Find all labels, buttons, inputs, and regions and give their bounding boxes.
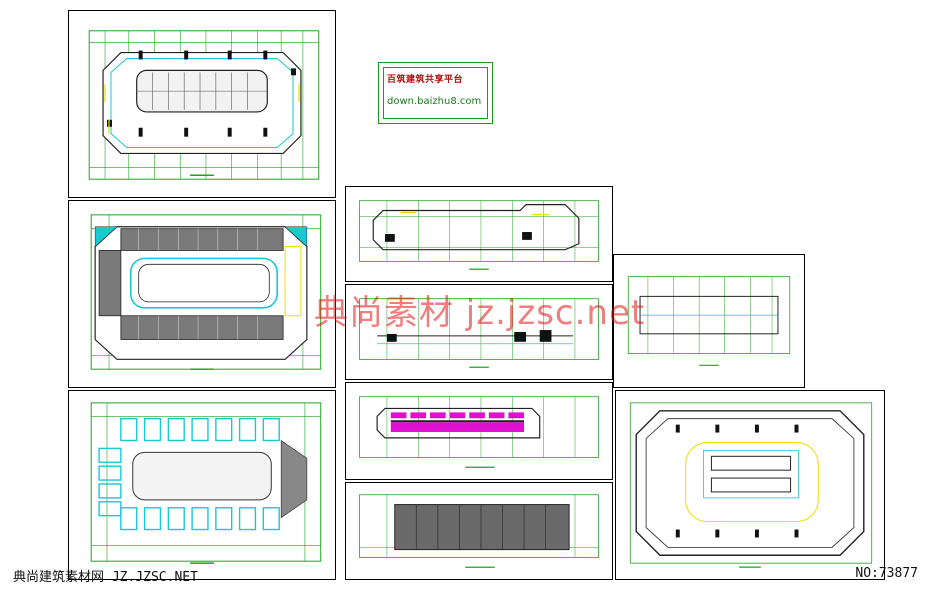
section-drawing-1 [359, 298, 599, 368]
drawing-sheet-plan-3 [68, 390, 336, 580]
footer-serial-number: NO:73877 [855, 566, 918, 581]
logo-box: 百筑建筑共享平台 down.baizhu8.com [378, 62, 493, 124]
grid-plan-drawing [90, 402, 322, 564]
detail-drawing-1 [627, 276, 791, 366]
elevation-drawing-2 [359, 494, 599, 568]
logo-url: down.baizhu8.com [387, 96, 482, 107]
footer-site-name: 典尚建筑素材网 JZ.JZSC.NET [13, 570, 198, 585]
logo-title: 百筑建筑共享平台 [387, 75, 464, 85]
drawing-sheet-section-2 [345, 382, 613, 480]
drawing-sheet-elevation-1 [345, 186, 613, 282]
roof-plan-drawing [629, 402, 873, 568]
seating-plan-drawing [90, 214, 322, 370]
elevation-drawing-1 [359, 200, 599, 270]
drawing-sheet-detail-1 [613, 254, 805, 388]
floor-plan-drawing [88, 30, 320, 180]
watermark-text: 典尚素材 jz.jzsc.net [314, 293, 646, 333]
section-drawing-2 [359, 396, 599, 468]
drawing-sheet-plan-1 [68, 10, 336, 198]
drawing-sheet-plan-2 [68, 200, 336, 388]
drawing-sheet-plan-4 [615, 390, 885, 580]
drawing-sheet-section-1 [345, 284, 613, 380]
logo-inner-frame [383, 67, 488, 119]
drawing-sheet-elevation-2 [345, 482, 613, 580]
